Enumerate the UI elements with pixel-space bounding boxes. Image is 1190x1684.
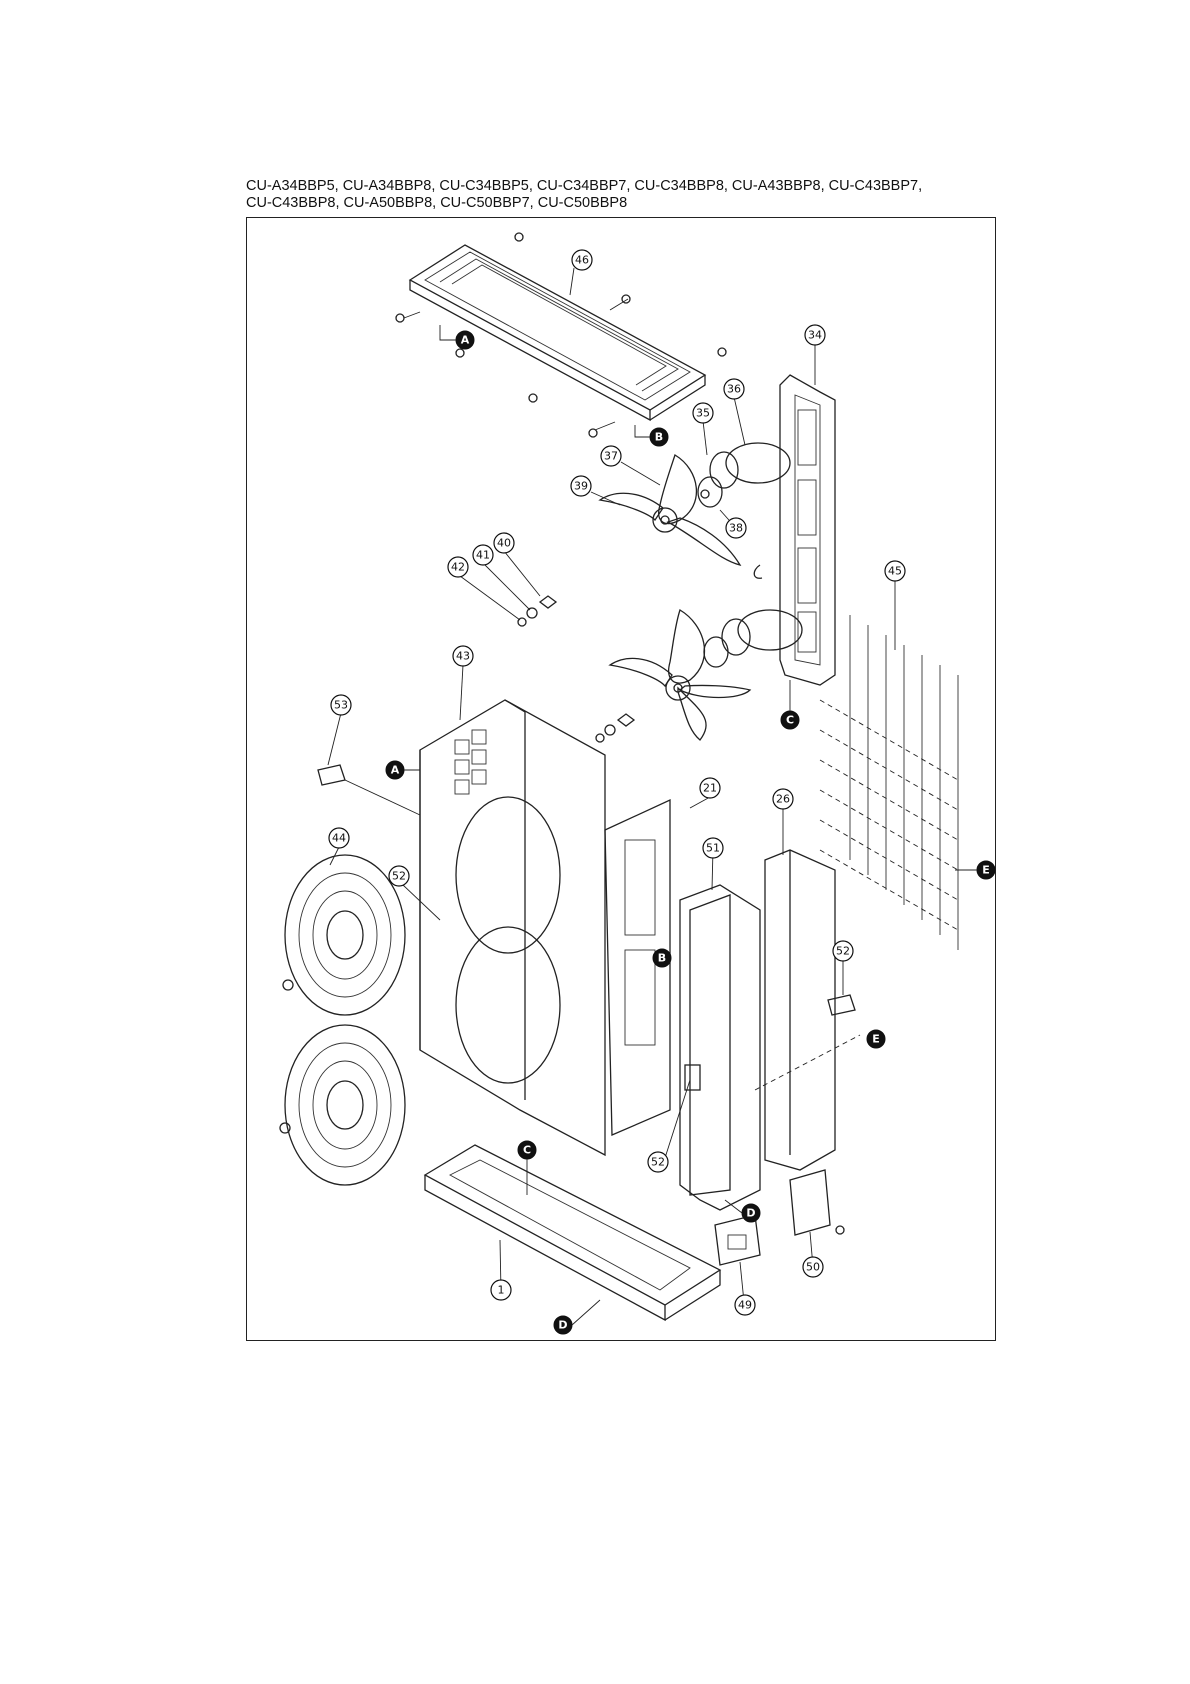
callout-21: 21: [700, 778, 720, 798]
callout-35: 35: [693, 403, 713, 423]
ref-marker-a-top: A: [456, 331, 474, 349]
svg-text:43: 43: [456, 650, 470, 663]
svg-text:34: 34: [808, 329, 822, 342]
svg-text:38: 38: [729, 522, 743, 535]
callout-1: 1: [491, 1280, 511, 1300]
ref-marker-d-base: D: [554, 1316, 572, 1334]
ref-marker-c-right: C: [781, 711, 799, 729]
svg-text:35: 35: [696, 407, 710, 420]
upper-propeller-fan: [600, 455, 740, 565]
svg-text:E: E: [982, 864, 990, 877]
ref-marker-b-top: B: [650, 428, 668, 446]
lower-propeller-fan: [610, 610, 750, 740]
svg-text:C: C: [786, 714, 794, 727]
ref-marker-b-mid: B: [653, 949, 671, 967]
upper-fan-motor: [698, 443, 790, 507]
ref-marker-a-left: A: [386, 761, 404, 779]
svg-text:C: C: [523, 1144, 531, 1157]
callout-40: 40: [494, 533, 514, 553]
top-panel-screws: [396, 233, 726, 437]
svg-text:A: A: [461, 334, 470, 347]
rear-side-panel: [765, 850, 835, 1170]
callout-45: 45: [885, 561, 905, 581]
ref-marker-d-mid: D: [742, 1204, 760, 1222]
callout-52-center: 52: [648, 1152, 668, 1172]
side-panel: [680, 885, 760, 1210]
svg-text:B: B: [655, 431, 663, 444]
partition-plate: [605, 800, 670, 1135]
svg-text:42: 42: [451, 561, 465, 574]
svg-text:37: 37: [604, 450, 618, 463]
callout-46: 46: [572, 250, 592, 270]
wire-clip: [754, 565, 762, 578]
svg-text:B: B: [658, 952, 666, 965]
svg-text:A: A: [391, 764, 400, 777]
fan-nuts-washers: [518, 596, 634, 742]
svg-text:52: 52: [836, 945, 850, 958]
svg-text:44: 44: [332, 832, 346, 845]
svg-text:40: 40: [497, 537, 511, 550]
terminal-cover: [715, 1215, 760, 1265]
lower-fan-guard: [280, 1025, 405, 1185]
callout-49: 49: [735, 1295, 755, 1315]
callout-41: 41: [473, 545, 493, 565]
leader-lines: [328, 268, 895, 1312]
svg-text:46: 46: [575, 254, 589, 267]
callout-51: 51: [703, 838, 723, 858]
svg-text:D: D: [746, 1207, 755, 1220]
control-box-cover: [790, 1170, 844, 1235]
callout-43: 43: [453, 646, 473, 666]
front-cabinet-panel: [420, 700, 605, 1155]
right-handle: [828, 995, 855, 1015]
svg-text:D: D: [558, 1319, 567, 1332]
ref-e-dash: [755, 1035, 860, 1090]
svg-text:21: 21: [703, 782, 717, 795]
svg-text:36: 36: [727, 383, 741, 396]
svg-text:39: 39: [574, 480, 588, 493]
callout-52-right: 52: [833, 941, 853, 961]
handle-leader: [345, 780, 420, 815]
ref-marker-e-right: E: [977, 861, 995, 879]
base-pan: [425, 1145, 720, 1320]
callout-53: 53: [331, 695, 351, 715]
upper-fan-guard: [283, 855, 405, 1015]
callout-38: 38: [726, 518, 746, 538]
callout-42: 42: [448, 557, 468, 577]
callout-39: 39: [571, 476, 591, 496]
rear-wire-guard: [820, 615, 958, 950]
svg-text:49: 49: [738, 1299, 752, 1312]
lower-fan-motor: [704, 610, 802, 667]
svg-text:1: 1: [498, 1284, 505, 1297]
svg-text:50: 50: [806, 1261, 820, 1274]
callout-37: 37: [601, 446, 621, 466]
svg-text:52: 52: [651, 1156, 665, 1169]
callout-34: 34: [805, 325, 825, 345]
callout-44: 44: [329, 828, 349, 848]
svg-text:51: 51: [706, 842, 720, 855]
ref-marker-e-mid: E: [867, 1030, 885, 1048]
callout-50: 50: [803, 1257, 823, 1277]
svg-text:45: 45: [888, 565, 902, 578]
svg-text:26: 26: [776, 793, 790, 806]
callout-36: 36: [724, 379, 744, 399]
side-handle: [318, 765, 345, 785]
svg-text:E: E: [872, 1033, 880, 1046]
callout-52-left: 52: [389, 866, 409, 886]
right-motor-bracket: [780, 375, 835, 685]
svg-text:52: 52: [392, 870, 406, 883]
svg-text:53: 53: [334, 699, 348, 712]
top-panel: [410, 245, 705, 420]
ref-marker-c-base: C: [518, 1141, 536, 1159]
callout-26: 26: [773, 789, 793, 809]
svg-text:41: 41: [476, 549, 490, 562]
